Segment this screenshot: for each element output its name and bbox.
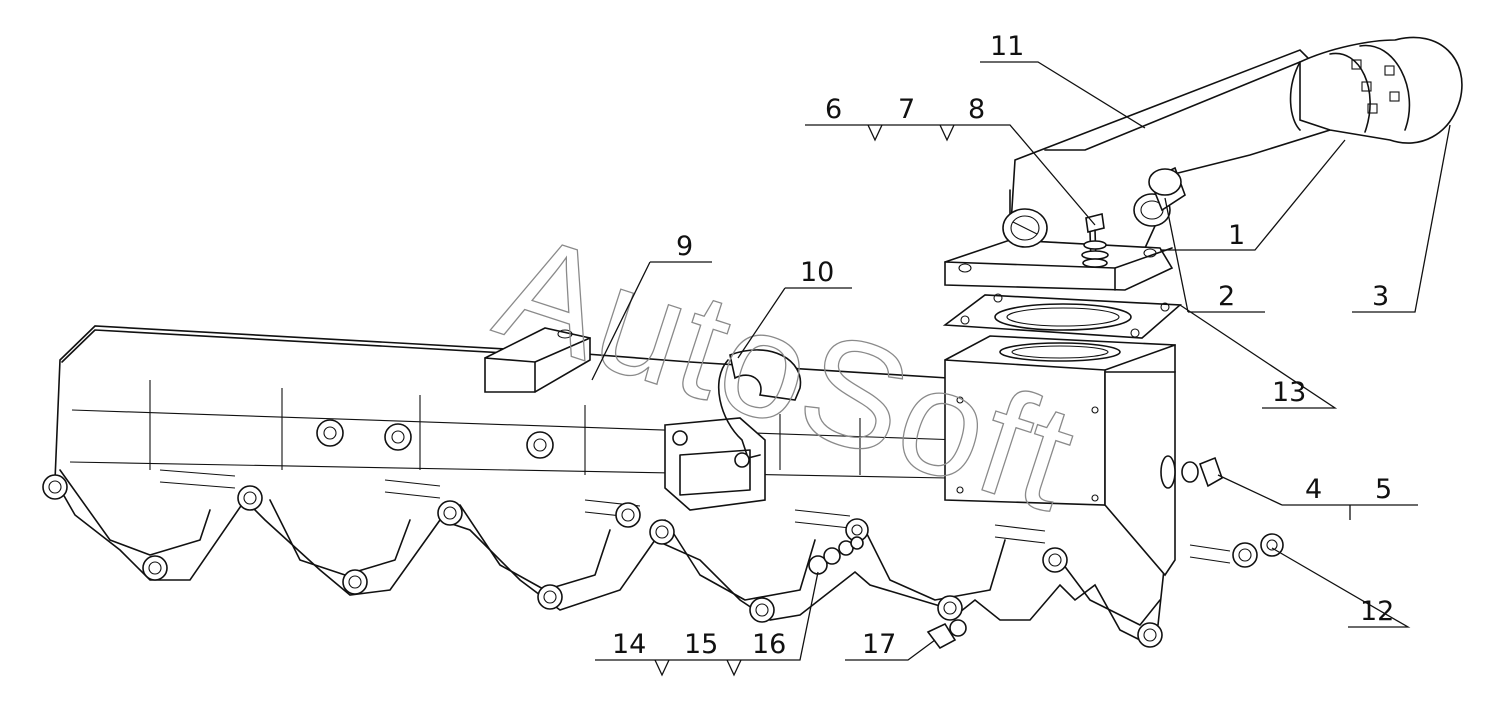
outlet-elbow-11 <box>944 49 1331 291</box>
callout-2: 2 <box>1218 281 1235 312</box>
callout-11: 11 <box>990 31 1024 62</box>
leader-lines <box>591 61 1451 677</box>
callout-3: 3 <box>1372 281 1389 312</box>
manifold-body <box>54 325 1231 641</box>
plug-4-5 <box>1160 455 1223 489</box>
plug-2 <box>1148 166 1186 212</box>
pipe-3-and-clamp-1 <box>1289 36 1463 144</box>
callout-9: 9 <box>676 231 693 262</box>
callout-1: 1 <box>1228 220 1245 251</box>
callout-6: 6 <box>825 94 842 125</box>
callout-4: 4 <box>1305 474 1322 505</box>
callout-10: 10 <box>800 257 834 288</box>
bolt-6-7-8 <box>1081 213 1109 268</box>
callout-17: 17 <box>862 629 896 660</box>
callout-16: 16 <box>752 629 786 660</box>
callout-7: 7 <box>898 94 915 125</box>
plugs-14-17 <box>808 536 967 650</box>
callout-13: 13 <box>1272 377 1306 408</box>
callout-12: 12 <box>1360 596 1394 627</box>
riser-block <box>944 335 1176 577</box>
bracket-9 <box>484 327 591 393</box>
bracket-10 <box>664 349 802 511</box>
callout-8: 8 <box>968 94 985 125</box>
gasket-13 <box>942 293 1183 339</box>
side-bosses <box>316 419 554 459</box>
callout-5: 5 <box>1375 474 1392 505</box>
callout-labels: 1 2 3 4 5 6 7 8 9 10 11 12 13 14 15 16 1… <box>612 31 1394 660</box>
callout-14: 14 <box>612 629 646 660</box>
callout-15: 15 <box>684 629 718 660</box>
